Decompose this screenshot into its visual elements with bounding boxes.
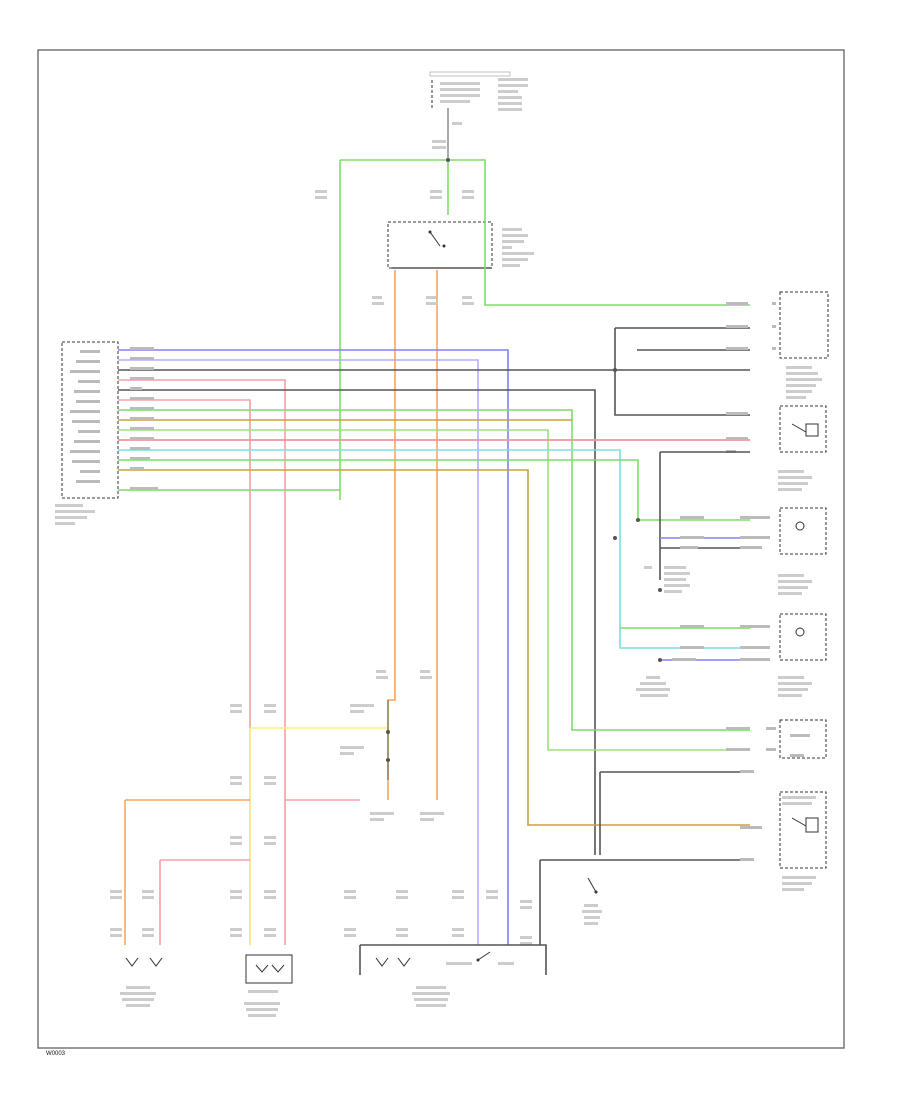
right-switch-block-top [613, 291, 829, 416]
wire-black-2 [118, 389, 596, 855]
right-switch-3 [726, 719, 827, 759]
ground-point-2 [582, 877, 602, 925]
wire-lightgreen-1 [118, 429, 750, 751]
footer-code: W0003 [46, 1051, 66, 1057]
right-motor-1 [613, 507, 827, 595]
middle-switch [386, 700, 390, 780]
diagram-frame [37, 49, 845, 1049]
wire-green-2 [118, 459, 750, 521]
right-relay-2 [659, 405, 827, 580]
wire-blue-1 [118, 349, 509, 945]
right-relay-3 [539, 770, 827, 945]
main-relay [387, 221, 534, 269]
wire-pink-1 [118, 379, 286, 945]
ground-point-1 [644, 566, 690, 593]
wire-lavender-1 [118, 359, 479, 945]
right-motor-2 [620, 613, 827, 697]
wire-pink-2 [118, 399, 251, 945]
control-unit-connector [55, 341, 119, 525]
fuse-block [429, 71, 528, 160]
wire-brown-2 [118, 469, 750, 826]
bottom-motor-center [244, 954, 293, 1017]
bottom-motor-left [120, 957, 163, 1007]
wire-green-top-bus [340, 159, 486, 215]
wire-cyan-1 [118, 449, 750, 649]
wire-green-1 [118, 409, 750, 731]
bottom-motor-right [359, 944, 547, 1007]
